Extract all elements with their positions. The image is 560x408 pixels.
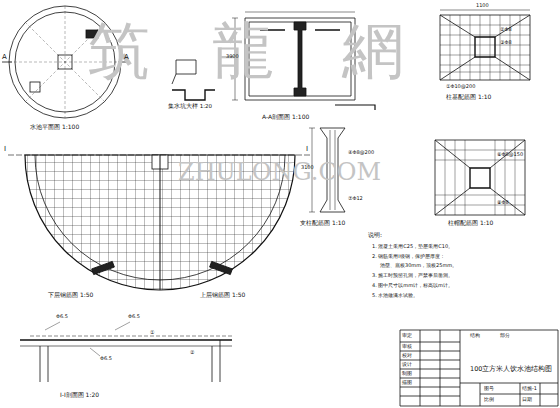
rebar-callout: ②Φ8 (500, 27, 512, 32)
rebar-callout: ② (190, 350, 194, 355)
note-text: 5. 水池做满水试验。 (372, 293, 418, 298)
section-mark: I (4, 146, 6, 153)
drawing-title: 支柱配筋图 1:10 (300, 220, 345, 226)
watermark: 龍 (212, 18, 274, 83)
note-text: 3. 施工时预留孔洞，严禁事后凿洞。 (372, 273, 453, 278)
title-text: 100立方米人饮水池结构图 (470, 366, 552, 373)
drawing-title: I-I剖面图 1:20 (60, 392, 99, 398)
rebar-callout: ④Φ8@200 (348, 150, 374, 155)
title-cell: 比例 (484, 397, 494, 402)
rebar-callout: ⑦Φ12 (348, 196, 363, 201)
drawing-title: A-A剖面图 1:100 (262, 114, 309, 120)
title-cell: 结构 (470, 333, 480, 338)
title-cell: 图号 (484, 386, 494, 391)
title-cell: 日期 (522, 397, 532, 402)
drawing-title: 柱帽配筋图 1:10 (448, 220, 493, 226)
dimension: 3900 (226, 54, 239, 59)
title-cell: 部分 (500, 333, 510, 338)
rebar-callout: ⑧Φ8 (497, 200, 509, 205)
dimension: 3100 (301, 165, 314, 170)
drawing-title: 集水坑大样 1:20 (168, 104, 212, 110)
title-cell: 校对 (402, 353, 412, 358)
section-mark: I (306, 146, 308, 153)
section-mark: A (2, 54, 7, 61)
drawing-title: 水池平面图 1:100 (30, 124, 79, 130)
dimension: 1100 (476, 3, 489, 8)
note-text: 2. 钢筋采用Ⅰ级钢，保护层厚度： (372, 254, 445, 259)
title-cell: 设计 (402, 362, 412, 367)
note-text: 1. 混凝土采用C25，垫层采用C10。 (372, 244, 453, 249)
rebar-callout: ⑥Φ8@150 (497, 152, 523, 157)
section-mark: A (124, 54, 129, 61)
title-cell: 描图 (402, 380, 412, 385)
watermark: ZHULONG.COM (178, 160, 381, 185)
watermark: 網 (342, 18, 404, 83)
rebar-callout: ③Φ8 (500, 40, 512, 45)
rebar-callout: ① (150, 330, 154, 335)
note-heading: 说明: (368, 232, 382, 238)
drawing-title: 下层钢筋图 1:50 (48, 292, 93, 298)
rebar-callout: Φ6.5 (100, 356, 112, 361)
watermark: 筑 (88, 18, 150, 83)
title-cell: 审定 (402, 333, 412, 338)
note-text: 4. 图中尺寸以mm计，标高以m计。 (372, 283, 453, 288)
rebar-callout: Φ6.5 (56, 314, 68, 319)
rebar-callout: ①Φ10@200 (446, 84, 475, 89)
title-cell: 审核 (402, 344, 412, 349)
rebar-callout: Φ6.5 (128, 314, 140, 319)
note-text: 池壁、底板30mm，顶板25mm。 (380, 263, 457, 268)
drawing-title: 柱基配筋图 1:10 (446, 94, 491, 100)
drawing-title: 上层钢筋图 1:50 (200, 292, 245, 298)
title-cell: 制图 (402, 371, 412, 376)
title-cell: 结施-1 (522, 386, 537, 391)
